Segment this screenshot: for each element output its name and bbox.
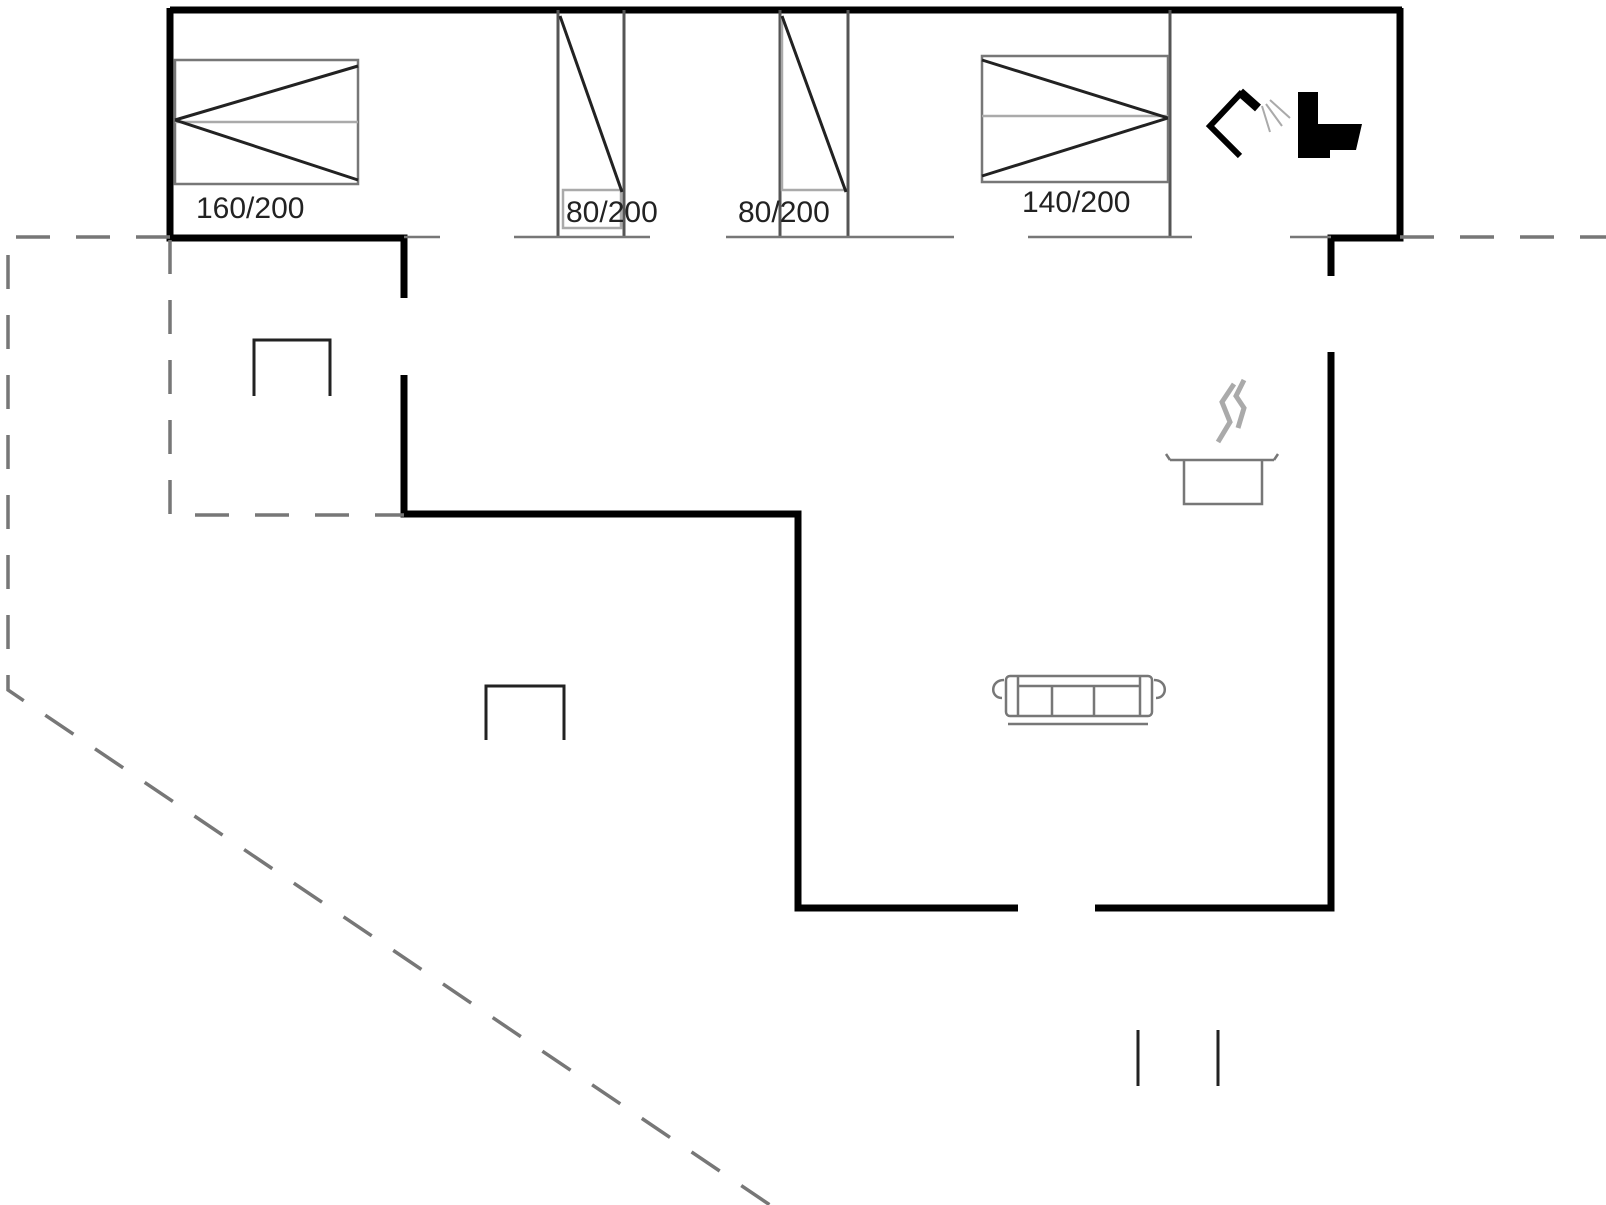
- bench-marker: [1136, 1030, 1220, 1086]
- bed-size-label: 140/200: [1022, 186, 1130, 219]
- bed-2: 80/200: [558, 15, 658, 230]
- bed-size-label: 80/200: [566, 196, 658, 229]
- bed-size-label: 160/200: [196, 192, 304, 225]
- partitions: [404, 10, 1331, 239]
- dashed-outlines: [6, 235, 1606, 1205]
- terrace-outline-left: [6, 235, 771, 1205]
- covered-area-outline: [168, 240, 404, 517]
- cooking-pot-icon: [1164, 378, 1280, 506]
- table-marker-1: [252, 338, 332, 396]
- sofa-icon: [992, 674, 1166, 726]
- outer-walls: [166, 6, 1404, 912]
- table-marker-2: [484, 684, 566, 740]
- east-wall: [1095, 352, 1335, 912]
- bed-3: 80/200: [738, 15, 848, 229]
- right-bath-wall: [1327, 8, 1404, 276]
- inner-l-wall: [400, 375, 1018, 912]
- toilet-icon: [1298, 92, 1362, 158]
- left-bedroom-wall: [166, 8, 408, 298]
- bed-1: 160/200: [173, 58, 360, 225]
- bed-size-label: 80/200: [738, 196, 830, 229]
- bed-4: 140/200: [980, 54, 1170, 219]
- shower-icon: [1205, 88, 1291, 159]
